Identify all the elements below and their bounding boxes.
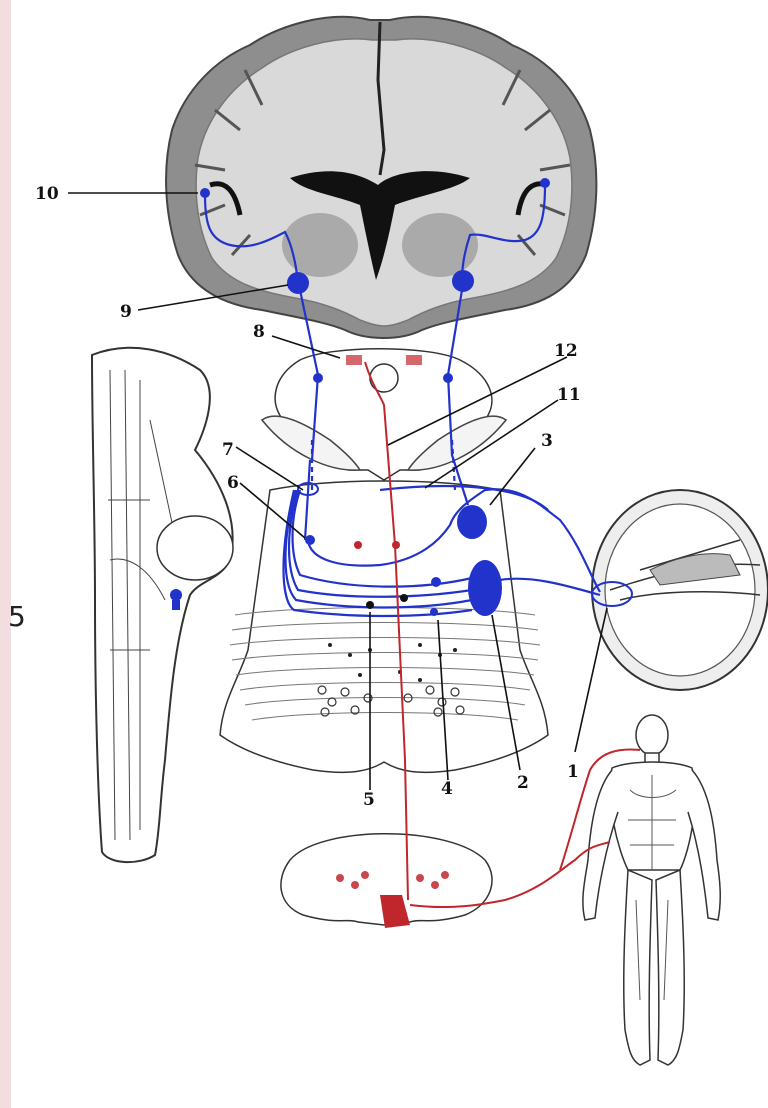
label-7: 7 <box>222 440 234 460</box>
label-10: 10 <box>35 184 59 204</box>
sagittal-outline <box>92 348 233 862</box>
label-9: 9 <box>120 302 132 322</box>
sagittal-pons-bulge <box>157 516 233 580</box>
human-figure <box>583 715 720 1065</box>
pons-section <box>220 481 548 772</box>
dorsal-cochlear-nucleus <box>457 505 487 539</box>
label-6: 6 <box>227 473 239 493</box>
pons-outline <box>220 481 548 772</box>
midbrain-outline <box>275 349 492 480</box>
colliculus-left <box>346 355 362 365</box>
trapezoid-nucleus <box>430 608 438 616</box>
colliculus-right <box>406 355 422 365</box>
label-2: 2 <box>517 773 529 793</box>
label-1: 1 <box>567 762 579 782</box>
figure-right-leg <box>656 870 684 1065</box>
label-12: 12 <box>554 341 578 361</box>
cochlea-inner <box>605 504 755 676</box>
figure-right-arm <box>688 770 720 920</box>
inferior-colliculus-right <box>443 373 453 383</box>
label-11: 11 <box>557 385 581 405</box>
figure-head <box>636 715 668 755</box>
label-4: 4 <box>441 779 453 799</box>
cochlea-cross-section <box>592 490 768 690</box>
inferior-colliculus-left <box>313 373 323 383</box>
label-8: 8 <box>253 322 265 342</box>
spinal-cord-section <box>281 834 492 928</box>
basal-nuclei-left <box>282 213 358 277</box>
medial-geniculate-right <box>452 270 474 292</box>
cortex-neuron-left <box>200 188 210 198</box>
medial-geniculate-left <box>287 272 309 294</box>
lateral-lemniscus-nucleus <box>305 535 315 545</box>
figure-left-leg <box>624 870 652 1065</box>
sagittal-blue-nucleus-lower <box>172 600 180 610</box>
label-5: 5 <box>363 790 375 810</box>
cortex-neuron-right <box>540 178 550 188</box>
label-3: 3 <box>541 431 553 451</box>
brain-coronal-section <box>166 17 596 338</box>
superior-olive-nucleus <box>431 577 441 587</box>
ventral-cochlear-nucleus <box>468 560 502 616</box>
sagittal-brainstem-drawing <box>92 348 233 862</box>
sagittal-blue-nucleus <box>170 589 182 601</box>
